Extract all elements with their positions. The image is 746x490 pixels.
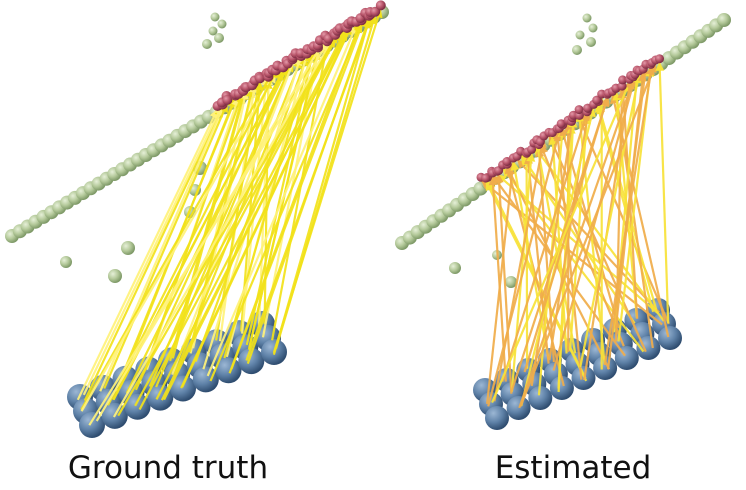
arrow-shaft: [180, 23, 353, 389]
target-spheres: [476, 54, 664, 183]
arrow-shaft: [134, 33, 339, 407]
arrow-shaft: [103, 102, 229, 389]
arrow-head: [488, 176, 498, 186]
target-spheres: [212, 0, 386, 111]
caption-estimated: Estimated: [495, 450, 652, 486]
arrow-shaft: [272, 8, 382, 354]
scatter-sphere: [214, 33, 224, 43]
arrow-shaft: [80, 72, 274, 411]
line-sphere: [717, 13, 731, 27]
arrow-shaft: [82, 104, 223, 396]
arrow-head: [526, 152, 536, 162]
arrow-shaft: [112, 35, 335, 418]
arrow-shaft: [501, 110, 589, 383]
arrow-shaft: [519, 62, 657, 407]
source-sphere: [485, 406, 509, 430]
source-sphere: [170, 375, 196, 402]
scatter-sphere: [586, 37, 596, 47]
arrow-shaft: [530, 120, 574, 387]
arrow-shaft: [88, 41, 330, 426]
arrows: [76, 8, 383, 426]
source-sphere: [614, 346, 639, 370]
source-sphere: [192, 366, 219, 393]
scatter-sphere: [121, 241, 135, 255]
target-sphere: [375, 0, 386, 11]
arrow-shaft: [579, 73, 641, 368]
arrow-shaft: [569, 114, 589, 351]
panel-ground-truth: Ground truth: [5, 0, 389, 486]
arrow-shaft: [163, 26, 350, 401]
scatter-sphere: [208, 26, 218, 36]
target-sphere: [618, 75, 628, 85]
scatter-sphere: [572, 45, 582, 55]
source-sphere: [238, 348, 265, 375]
arrow-shaft: [245, 16, 372, 361]
arrow-head: [254, 81, 264, 91]
arrow-shaft: [491, 81, 631, 404]
source-sphere: [658, 326, 682, 350]
scatter-sphere: [449, 262, 461, 274]
source-sphere: [528, 386, 553, 410]
arrow-head: [485, 181, 494, 192]
arrow-head: [510, 161, 520, 171]
source-sphere: [593, 356, 618, 380]
arrow-shaft: [230, 15, 367, 370]
caption-ground-truth: Ground truth: [68, 450, 268, 486]
arrow-shaft: [556, 131, 583, 380]
scatter-sphere: [60, 256, 72, 268]
arrow-shaft: [83, 107, 224, 402]
source-sphere: [215, 357, 242, 384]
arrow-shaft: [138, 30, 341, 411]
arrow-head: [612, 91, 622, 101]
arrow-shaft: [486, 160, 515, 405]
arrow-shaft: [520, 107, 595, 407]
arrow-shaft: [512, 160, 550, 360]
arrow-shaft: [480, 179, 663, 326]
arrow-head: [655, 61, 665, 71]
source-sphere: [506, 396, 531, 420]
arrow-shaft: [155, 29, 347, 400]
target-sphere: [655, 54, 664, 64]
arrow-shaft: [658, 61, 670, 324]
scatter-sphere: [217, 19, 227, 29]
arrow-head: [517, 159, 527, 169]
scatter-sphere: [108, 269, 122, 283]
scatter-sphere: [505, 276, 517, 288]
arrow-shaft: [206, 24, 358, 377]
arrow-shaft: [603, 65, 653, 366]
scatter-sphere: [582, 13, 592, 23]
arrow-shaft: [493, 138, 545, 402]
arrow-shaft: [518, 79, 635, 409]
arrow-shaft: [80, 72, 277, 412]
arrow-shaft: [510, 152, 533, 392]
arrow-head: [368, 14, 377, 25]
target-sphere: [222, 94, 233, 105]
target-sphere: [574, 105, 584, 115]
arrow-shaft: [148, 60, 294, 388]
target-sphere: [592, 95, 602, 105]
arrow-head: [633, 73, 642, 84]
source-sphere: [549, 376, 574, 400]
target-sphere: [556, 119, 566, 129]
arrow-shaft: [525, 156, 529, 369]
scatter-sphere: [210, 12, 220, 22]
arrow-shaft: [125, 66, 289, 394]
arrow-head: [494, 173, 504, 183]
source-sphere: [79, 412, 105, 438]
arrow-shaft: [76, 108, 219, 401]
scatter-sphere: [575, 30, 585, 40]
target-sphere: [481, 173, 491, 183]
arrow-shaft: [117, 37, 337, 417]
panel-estimated: Estimated: [395, 13, 731, 486]
arrow-shaft: [487, 131, 561, 407]
arrow-shaft: [552, 77, 637, 371]
scatter-sphere: [588, 23, 598, 33]
arrow-head: [548, 135, 558, 145]
scatter-sphere: [202, 39, 212, 49]
